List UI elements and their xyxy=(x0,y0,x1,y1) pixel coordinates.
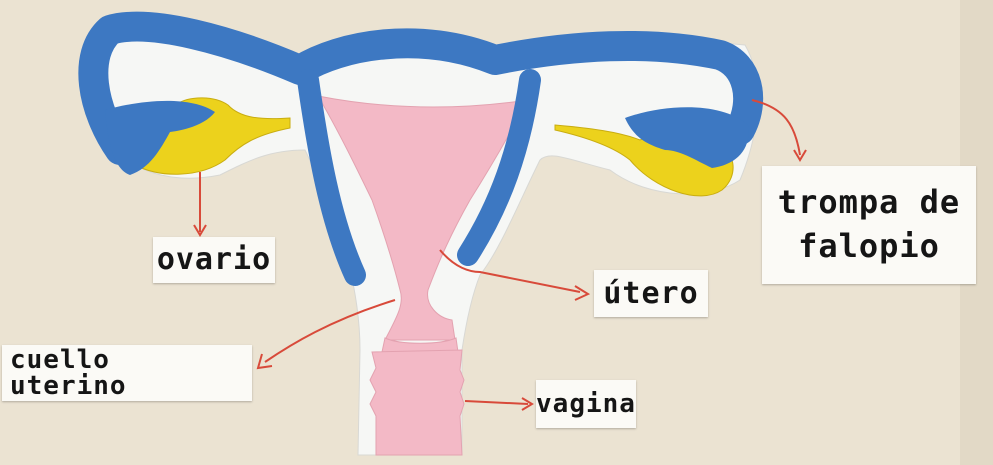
label-trompa-line1: trompa de xyxy=(762,180,976,224)
label-ovario-text: ovario xyxy=(153,237,275,283)
label-utero-text: útero xyxy=(594,270,708,317)
label-trompa-de-falopio: trompa de falopio xyxy=(762,166,976,284)
label-cuello-line2: uterino xyxy=(10,373,244,399)
label-vagina: vagina xyxy=(536,380,636,428)
vagina-pink xyxy=(370,350,464,455)
label-cuello-line1: cuello xyxy=(10,347,244,373)
label-cuello-uterino: cuello uterino xyxy=(2,345,252,401)
label-utero: útero xyxy=(594,270,708,317)
label-ovario: ovario xyxy=(153,237,275,283)
label-vagina-text: vagina xyxy=(536,380,636,428)
label-trompa-line2: falopio xyxy=(762,224,976,268)
